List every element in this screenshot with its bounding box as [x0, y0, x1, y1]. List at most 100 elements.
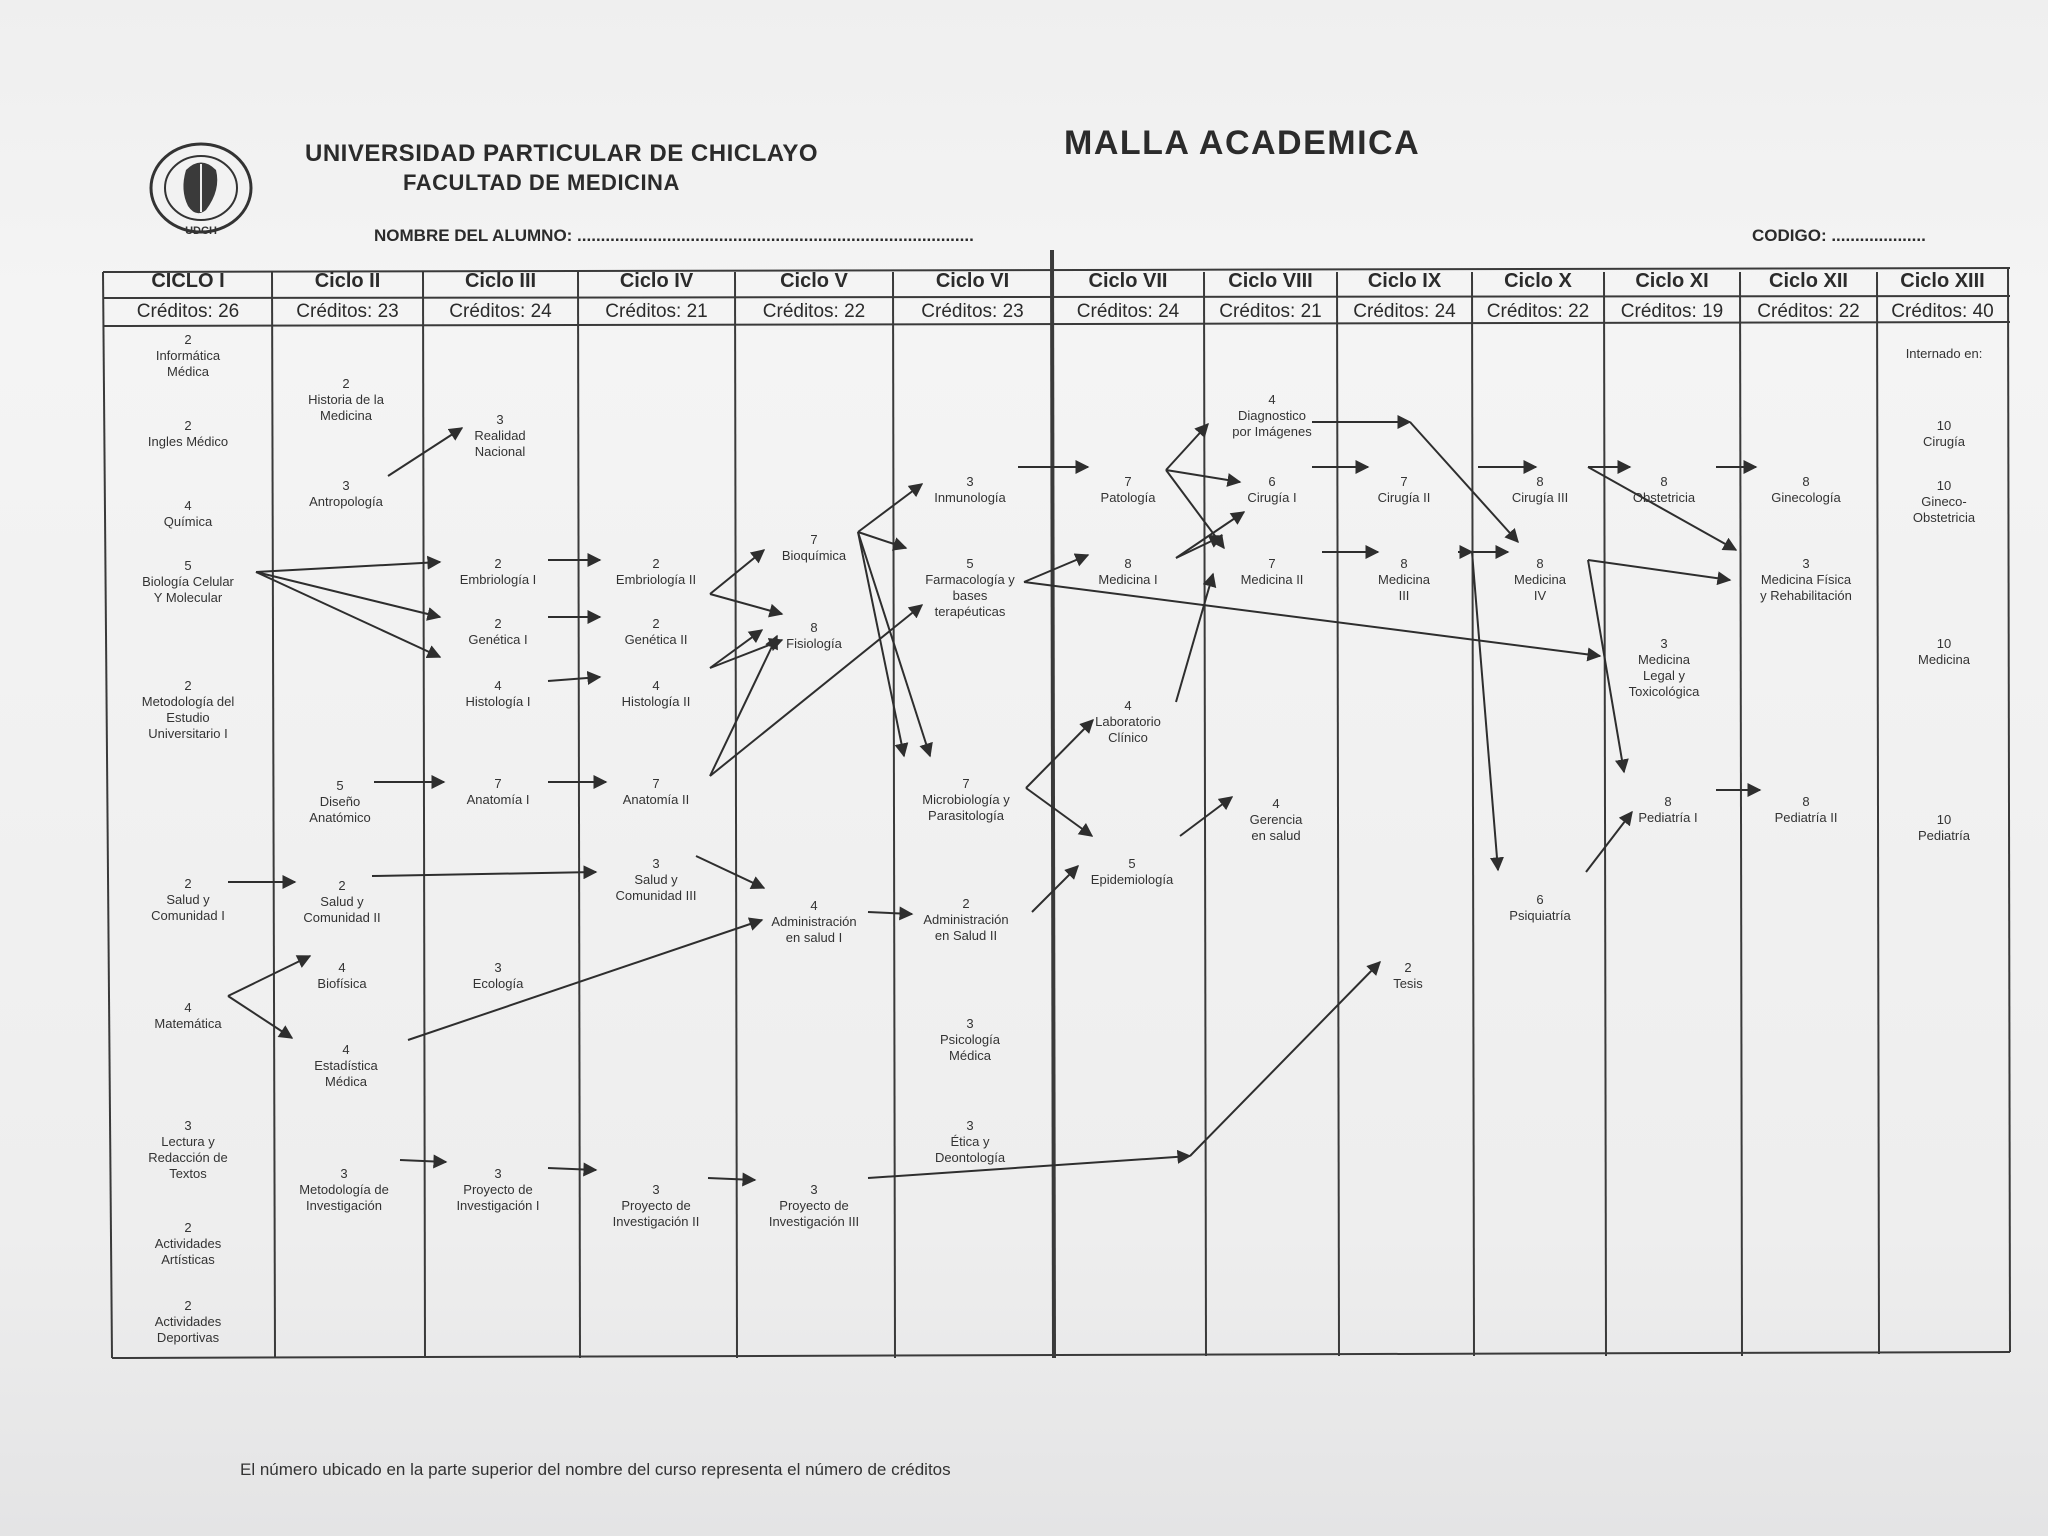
- cycle-header-4: Ciclo IV: [619, 270, 694, 292]
- faculty-seal-logo: UDCH: [149, 142, 253, 237]
- cycle-header-12: Ciclo XII: [1769, 270, 1848, 292]
- cycle-header-6: Ciclo VI: [935, 270, 1010, 292]
- cycle-credits-5: Créditos: 22: [762, 301, 866, 322]
- internado-label: Internado en:: [1905, 346, 1983, 361]
- logo-text: UDCH: [185, 225, 217, 237]
- student-name-field: NOMBRE DEL ALUMNO: .....................…: [374, 226, 974, 245]
- faculty-name: FACULTAD DE MEDICINA: [403, 170, 680, 195]
- cycle-header-11: Ciclo XI: [1635, 270, 1709, 292]
- cycle-credits-4: Créditos: 21: [605, 301, 708, 322]
- cycle-credits-3: Créditos: 24: [449, 301, 552, 322]
- cycle-header-1: CICLO I: [151, 270, 225, 292]
- cycle-header-8: Ciclo VIII: [1228, 270, 1313, 292]
- cycle-credits-11: Créditos: 19: [1620, 301, 1724, 322]
- cycle-header-2: Ciclo II: [314, 270, 381, 292]
- cycle-credits-12: Créditos: 22: [1757, 301, 1860, 322]
- cycle-credits-13: Créditos: 40: [1891, 301, 1994, 322]
- university-name: UNIVERSIDAD PARTICULAR DE CHICLAYO: [305, 140, 819, 167]
- cycle-credits-2: Créditos: 23: [296, 301, 399, 322]
- cycle-credits-6: Créditos: 23: [921, 301, 1024, 322]
- cycle-credits-10: Créditos: 22: [1486, 301, 1590, 322]
- cycle-credits-8: Créditos: 21: [1219, 301, 1322, 322]
- cycle-credits-1: Créditos: 26: [136, 301, 240, 322]
- cycle-header-7: Ciclo VII: [1088, 270, 1168, 292]
- cycle-header-10: Ciclo X: [1504, 270, 1572, 292]
- cycle-header-9: Ciclo IX: [1367, 270, 1442, 292]
- page-title: MALLA ACADEMICA: [1064, 124, 1421, 162]
- cycle-header-3: Ciclo III: [464, 270, 537, 292]
- cycle-header-13: Ciclo XIII: [1900, 270, 1985, 292]
- student-code-field: CODIGO: ....................: [1752, 226, 1926, 245]
- credits-footnote: El número ubicado en la parte superior d…: [240, 1460, 951, 1479]
- cycle-header-5: Ciclo V: [780, 270, 848, 292]
- cycle-credits-7: Créditos: 24: [1076, 301, 1180, 322]
